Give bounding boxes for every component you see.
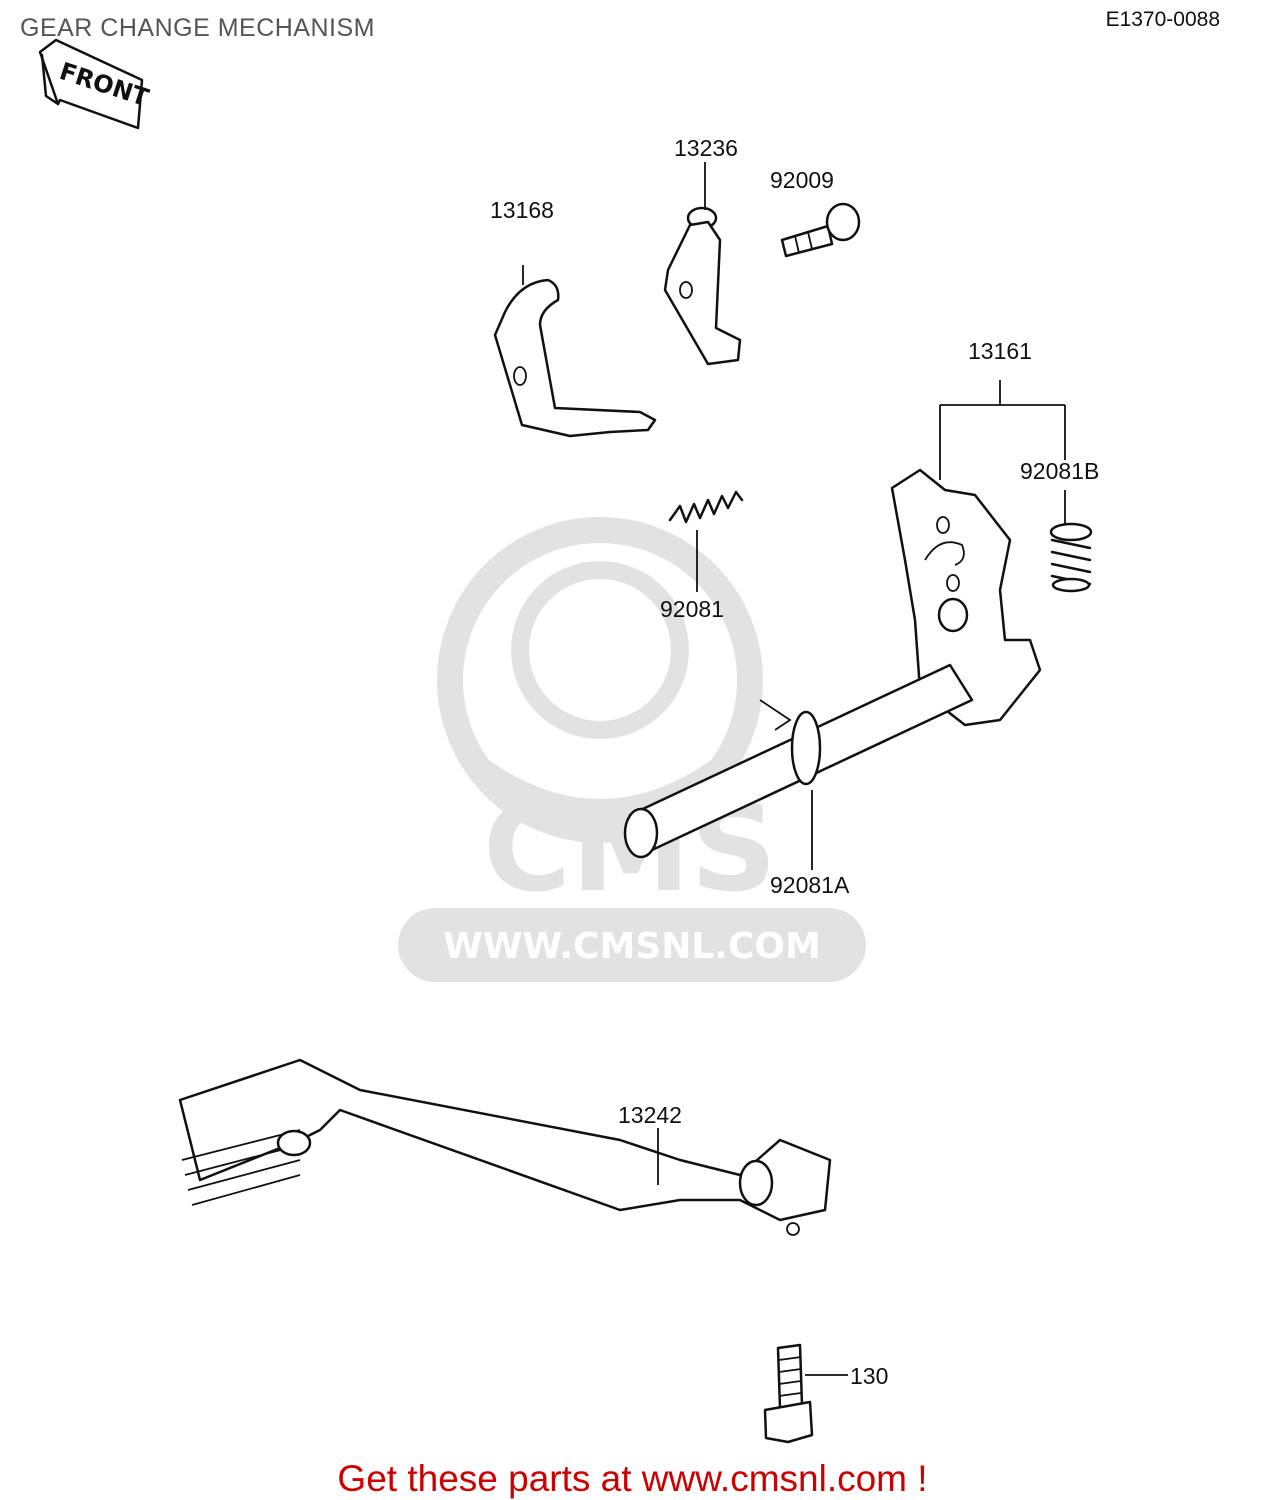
part-number-92081: 92081 [660,596,724,622]
part-92081B-spring [1049,490,1093,593]
footer-link-text[interactable]: Get these parts at www.cmsnl.com ! [337,1458,928,1499]
part-13242-shift-pedal [178,1058,832,1236]
part-number-92081B: 92081B [1020,458,1099,484]
part-number-13161: 13161 [968,338,1032,364]
diagram-code: E1370-0088 [1105,8,1220,31]
part-13168-bracket [493,265,657,438]
part-number-13236: 13236 [674,135,738,161]
part-92081-spring [668,490,744,592]
part-number-130: 130 [850,1363,888,1389]
part-number-92081A: 92081A [770,872,850,898]
part-13161-shift-shaft [623,380,1066,859]
part-number-13168: 13168 [490,197,554,223]
part-number-13242: 13242 [618,1102,682,1128]
part-number-92009: 92009 [770,167,834,193]
front-marker: FRONT [38,38,153,130]
watermark-url: WWW.CMSNL.COM [443,926,821,967]
part-92009-screw [780,202,861,258]
page-title: GEAR CHANGE MECHANISM [20,14,375,42]
part-13236-plate [663,162,742,366]
part-130-bolt [763,1343,848,1444]
